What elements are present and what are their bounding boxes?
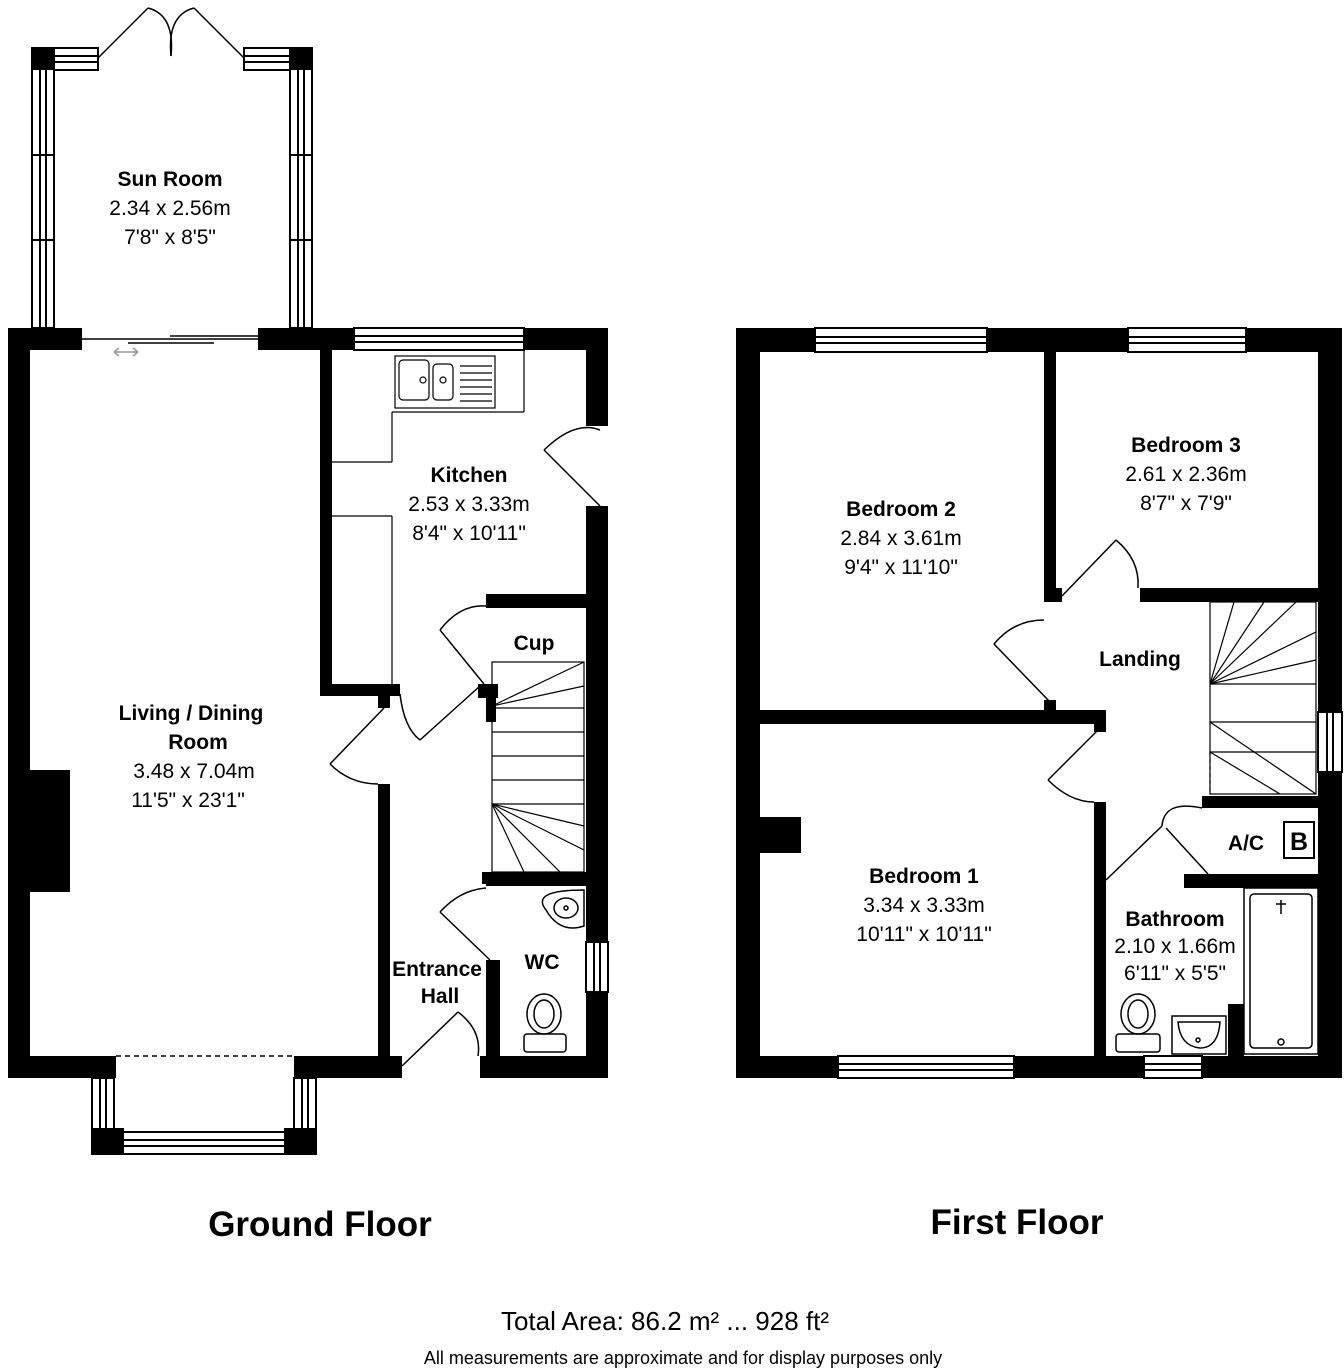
ground-floor-labels: Sun Room 2.34 x 2.56m 7'8" x 8'5" Kitche… [109,168,559,1244]
ground-internal-walls [320,350,586,1056]
french-doors [97,7,245,59]
first-external-walls [736,328,1342,1078]
bay-window [91,1055,317,1155]
bedroom3-name: Bedroom 3 [1131,434,1241,457]
bath-icon [1243,887,1319,1055]
first-doors [993,539,1209,881]
kitchen-imperial: 8'4" x 10'11" [412,522,526,545]
total-area: Total Area: 86.2 m² ... 928 ft² [501,1306,829,1336]
sun-room-metric: 2.34 x 2.56m [109,197,230,220]
bathroom-imperial: 6'11" x 5'5" [1124,962,1226,985]
first-floor-plan [736,327,1343,1079]
boiler-box [1283,821,1315,859]
wc-basin-icon [541,889,585,929]
first-floor-title: First Floor [930,1203,1103,1242]
bathroom-metric: 2.10 x 1.66m [1114,935,1235,958]
bedroom3-imperial: 8'7" x 7'9" [1140,492,1232,515]
ground-stairs [491,661,585,873]
bedroom2-metric: 2.84 x 3.61m [840,527,961,550]
ground-external-walls [8,328,608,1078]
living-imperial: 11'5" x 23'1" [131,789,245,812]
wc-window [585,941,609,993]
bedroom2-name: Bedroom 2 [846,498,956,521]
entrance-name-line1: Entrance [392,958,482,981]
first-windows [814,327,1343,1079]
footer: Total Area: 86.2 m² ... 928 ft² All meas… [424,1306,942,1368]
living-metric: 3.48 x 7.04m [133,760,254,783]
kitchen-metric: 2.53 x 3.33m [408,493,529,516]
first-internal-walls [760,352,1318,1056]
first-stairs [1209,601,1317,795]
bedroom1-metric: 3.34 x 3.33m [863,894,984,917]
sun-room-imperial: 7'8" x 8'5" [124,226,216,249]
living-name-line2: Room [168,731,228,754]
kitchen-window [353,327,525,351]
ground-floor-title: Ground Floor [208,1205,432,1244]
first-floor-labels: Bedroom 2 2.84 x 3.61m 9'4" x 11'10" Bed… [840,434,1308,1242]
airing-cupboard-name: A/C [1228,832,1264,855]
ground-floor-plan [8,7,609,1155]
cupboard-name: Cup [514,632,555,655]
sun-room-name: Sun Room [118,168,223,191]
kitchen-worktop [332,350,525,684]
bedroom1-imperial: 10'11" x 10'11" [856,923,991,946]
toilet-icon [523,993,567,1053]
bedroom1-name: Bedroom 1 [869,865,979,888]
bedroom3-metric: 2.61 x 2.36m [1125,463,1246,486]
sliding-door [82,335,258,357]
bathroom-toilet-icon [1115,993,1161,1053]
bathroom-basin-icon [1171,1015,1227,1055]
disclaimer: All measurements are approximate and for… [424,1348,942,1368]
ground-doors [329,426,601,1067]
wc-name: WC [525,951,560,974]
bedroom2-imperial: 9'4" x 11'10" [844,556,958,579]
entrance-name-line2: Hall [421,985,460,1008]
kitchen-name: Kitchen [430,464,507,487]
bathroom-name: Bathroom [1125,908,1224,931]
landing-name: Landing [1099,648,1181,671]
sun-room-walls [31,47,313,329]
living-name-line1: Living / Dining [119,702,264,725]
sink-icon [394,355,496,409]
boiler-label: B [1290,828,1308,856]
